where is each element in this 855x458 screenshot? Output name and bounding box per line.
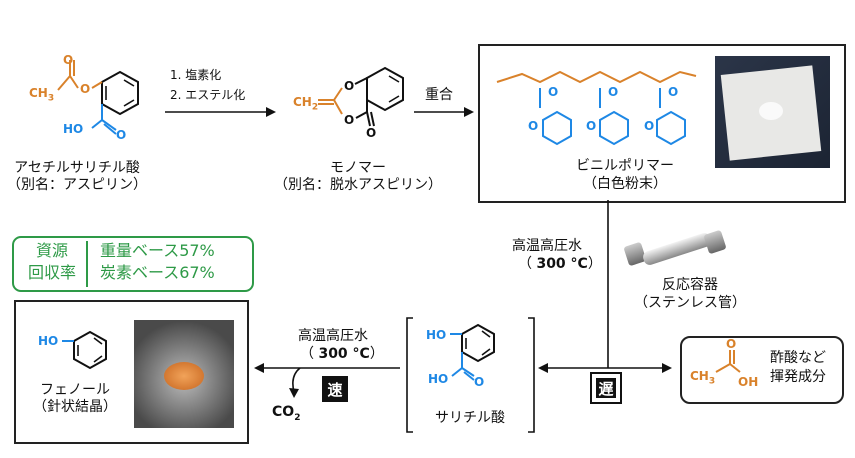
water-bottom-line2: （ 300 °C） — [300, 346, 384, 363]
polymer-carbonyl-o-3: O — [644, 119, 655, 133]
monomer-alias: （別名：脱水アスピリン） — [274, 177, 442, 193]
water-top-paren-open: （ — [518, 256, 537, 272]
phenol-name: フェノール — [40, 382, 110, 398]
polymer-box — [478, 44, 846, 203]
water-top-line2: （ 300 °C） — [518, 256, 602, 273]
recovery-label-1: 資源 — [35, 241, 68, 260]
aspirin-carbonyl-o: O — [63, 53, 74, 67]
step1-esterification: 2. エステル化 — [170, 88, 246, 102]
acetic-oh: OH — [738, 375, 759, 389]
salicylic-ho-bottom: HO — [428, 372, 449, 386]
acetic-box — [680, 336, 844, 404]
acetic-o: O — [726, 337, 737, 351]
co2-sub: 2 — [294, 412, 301, 423]
water-bottom-temp: 300 °C — [318, 346, 370, 362]
salicylic-name: サリチル酸 — [435, 410, 505, 426]
monomer-o-bottom: O — [344, 113, 355, 127]
polymer-o-3: O — [668, 85, 679, 99]
phenol-ho: HO — [38, 334, 59, 348]
co2-text: CO — [272, 404, 295, 420]
salicylic-o: O — [474, 375, 485, 389]
aspirin-methyl: CH3 — [29, 85, 54, 106]
slow-badge-inner: 遅 — [596, 378, 616, 398]
polymer-carbonyl-o-1: O — [528, 119, 539, 133]
water-bottom-line1: 高温高圧水 — [298, 328, 368, 344]
step1-chlorination: 1. 塩素化 — [170, 68, 222, 82]
aspirin-ester-o: O — [80, 82, 91, 96]
monomer-carbonyl-o: O — [366, 126, 377, 140]
ch3-sub: 3 — [47, 93, 55, 104]
polymer-desc: （白色粉末） — [583, 176, 667, 192]
crystal-pile — [164, 362, 204, 390]
polymerization-label: 重合 — [425, 87, 453, 103]
ch2-sub: 2 — [311, 102, 319, 113]
vessel-name: 反応容器 — [662, 277, 718, 293]
aspirin-acid-ho: HO — [63, 122, 84, 136]
acetic-ch3-sub: 3 — [708, 376, 716, 387]
acetic-ch3: CH3 — [690, 368, 715, 389]
monomer-o-top: O — [344, 79, 355, 93]
aspirin-alias: （別名：アスピリン） — [7, 177, 147, 193]
polymer-carbonyl-o-2: O — [586, 119, 597, 133]
monomer-ch2: CH2 — [293, 94, 318, 115]
ch3-text: CH — [29, 86, 48, 100]
salicylic-ho-top: HO — [426, 328, 447, 342]
water-top-temp: 300 °C — [536, 256, 588, 272]
recovery-divider — [86, 241, 88, 287]
polymer-powder-photo — [715, 56, 830, 168]
acetic-line1: 酢酸など — [770, 350, 826, 366]
aspirin-name: アセチルサリチル酸 — [14, 160, 140, 176]
co2-label: CO2 — [272, 404, 300, 423]
phenol-box — [14, 300, 249, 444]
acetic-ch3-text: CH — [690, 369, 709, 383]
recovery-label-2: 回収率 — [27, 263, 76, 282]
polymer-o-2: O — [608, 85, 619, 99]
polymer-name: ビニルポリマー — [576, 158, 674, 174]
recovery-box — [12, 236, 254, 292]
ch2-text: CH — [293, 95, 312, 109]
slow-badge: 遅 — [590, 372, 622, 404]
water-bottom-paren-close: ） — [369, 346, 384, 362]
vessel-desc: （ステンレス管） — [634, 295, 746, 311]
water-top-paren-close: ） — [587, 256, 602, 272]
water-bottom-paren-open: （ — [300, 346, 319, 362]
phenol-desc: （針状結晶） — [33, 399, 117, 415]
fast-badge: 速 — [322, 376, 348, 402]
polymer-o-1: O — [548, 85, 559, 99]
phenol-crystal-photo — [134, 320, 234, 428]
acetic-line2: 揮発成分 — [770, 369, 826, 385]
aspirin-acid-o: O — [116, 128, 127, 142]
white-powder — [759, 102, 783, 120]
recovery-weight: 重量ベース57% — [100, 241, 215, 260]
water-top-line1: 高温高圧水 — [512, 238, 582, 254]
recovery-carbon: 炭素ベース67% — [100, 263, 215, 282]
monomer-name: モノマー — [330, 160, 386, 176]
